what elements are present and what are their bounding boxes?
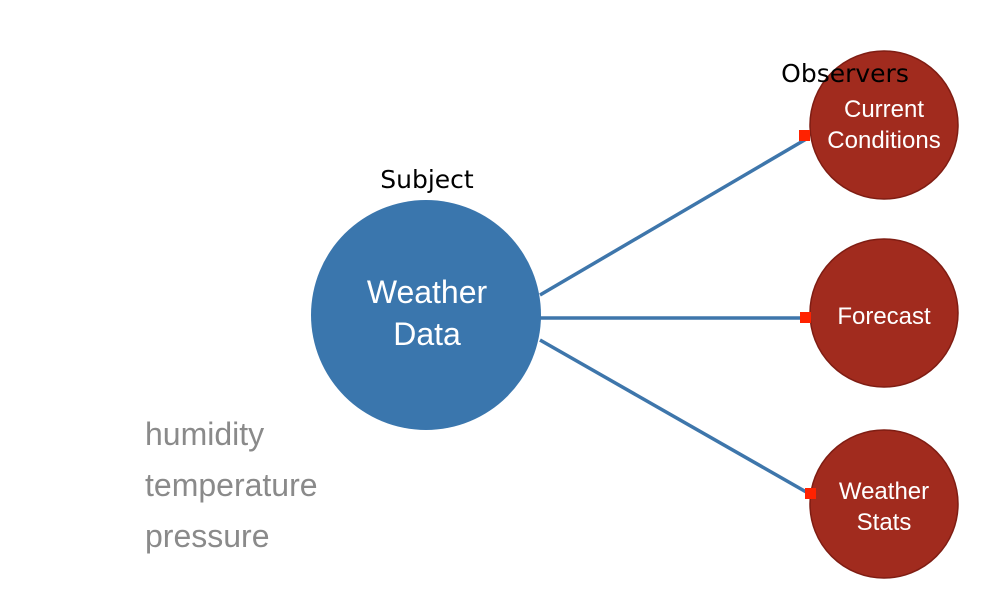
subject-label: Subject (380, 165, 474, 194)
attribute-humidity: humidity (145, 416, 264, 452)
observer-name-line-2: Conditions (827, 127, 940, 154)
observer-circle (809, 50, 959, 200)
attribute-temperature: temperature (145, 467, 318, 503)
marker-weather-stats (805, 488, 816, 499)
observer-name-line-1: Current (844, 96, 924, 123)
subject-name-line-1: Weather (367, 274, 488, 310)
observer-circle (809, 429, 959, 579)
arrows (539, 136, 809, 495)
subject-attributes: humidity temperature pressure (145, 416, 318, 554)
observer-weather-stats: Weather Stats (809, 429, 959, 579)
subject-circle (311, 200, 541, 430)
observer-current-conditions: Current Conditions (809, 50, 959, 200)
subject-name-line-2: Data (393, 316, 461, 352)
marker-current-conditions (799, 130, 810, 141)
connection-markers (799, 130, 816, 499)
observer-name-line-1: Forecast (837, 303, 931, 330)
marker-forecast (800, 312, 811, 323)
observer-name-line-2: Stats (857, 509, 912, 536)
attribute-pressure: pressure (145, 518, 270, 554)
arrow-to-current-conditions (539, 136, 809, 297)
observer-forecast: Forecast (809, 238, 959, 388)
arrow-to-weather-stats (539, 338, 809, 495)
observer-name-line-1: Weather (839, 478, 929, 505)
observers-label: Observers (781, 59, 909, 88)
subject-node: Weather Data (311, 200, 541, 430)
